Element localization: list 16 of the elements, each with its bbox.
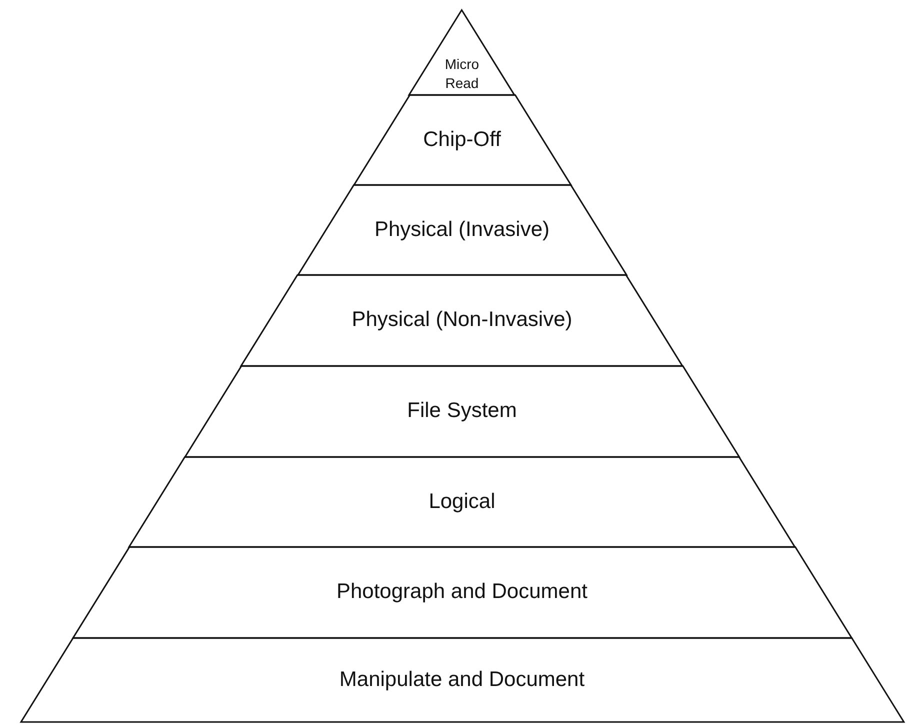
pyramid-tier: [354, 95, 570, 185]
tier-label: Manipulate and Document: [339, 666, 585, 693]
pyramid-tier: [409, 10, 515, 95]
pyramid-tier: [72, 547, 852, 638]
tier-label: Logical: [428, 488, 496, 515]
pyramid-tier: [184, 366, 740, 457]
pyramid-tier: [20, 638, 904, 722]
tier-label: File System: [407, 398, 517, 424]
pyramid-tier: [129, 457, 795, 547]
pyramid-tier: [298, 185, 626, 275]
tier-label: Micro Read: [444, 55, 480, 93]
tier-label: Physical (Non-Invasive): [352, 307, 572, 334]
tier-label: Physical (Invasive): [374, 216, 550, 243]
pyramid-tier: [241, 275, 683, 366]
tier-label: Chip-Off: [423, 126, 501, 153]
tier-label: Photograph and Document: [336, 579, 588, 606]
